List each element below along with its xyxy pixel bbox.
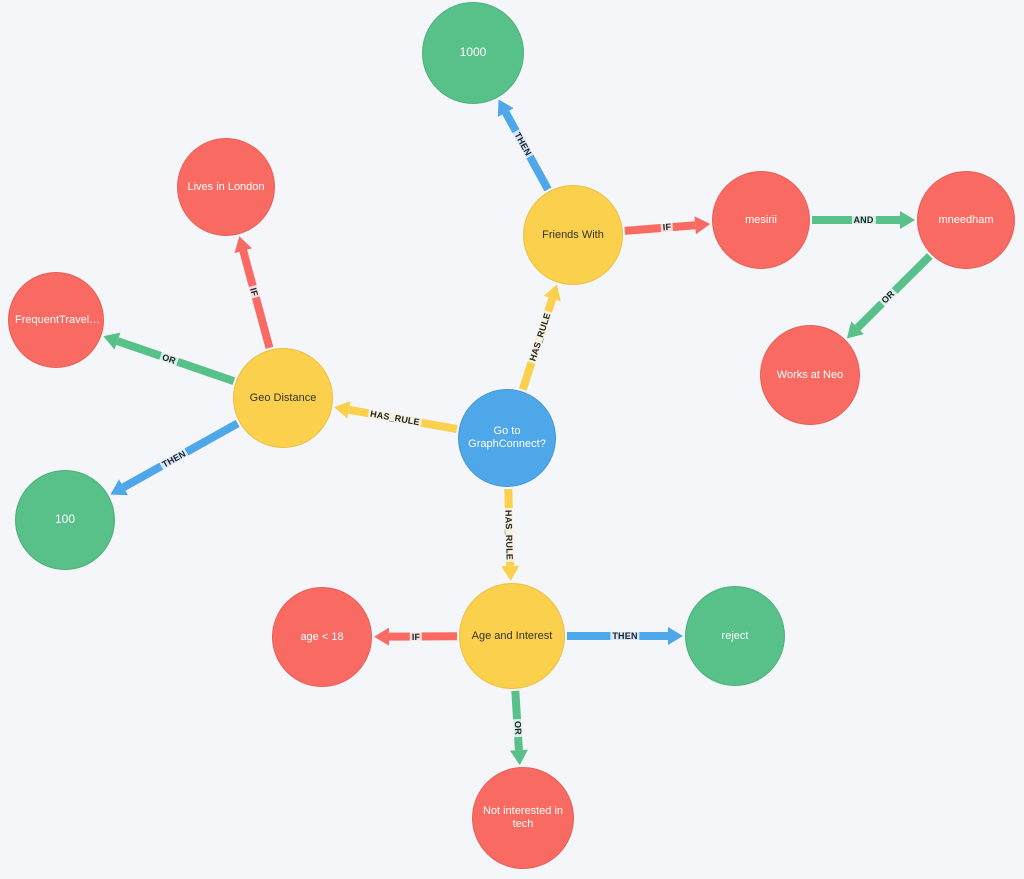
edge-label: HAS_RULE <box>503 507 516 563</box>
edge-label: THEN <box>158 447 190 471</box>
graph-node-label: Friends With <box>542 228 604 241</box>
edge-arrowhead <box>103 332 121 350</box>
graph-node-label: Lives in London <box>187 180 265 193</box>
edge-arrowhead <box>373 627 390 646</box>
edge-label: OR <box>512 718 524 738</box>
edge-arrowhead <box>900 211 915 229</box>
edge-arrowhead <box>234 236 252 254</box>
graph-node-label: Works at Neo <box>776 368 844 381</box>
graph-node-label: mneedham <box>938 213 994 226</box>
edge-arrowhead <box>509 749 528 766</box>
graph-node-nNotInterested[interactable]: Not interested in tech <box>472 767 574 869</box>
edge-label: THEN <box>610 631 640 641</box>
graph-node-nReject[interactable]: reject <box>685 586 785 686</box>
graph-node-label: 1000 <box>459 46 487 60</box>
graph-edge[interactable] <box>373 627 458 646</box>
edge-label: IF <box>660 221 675 233</box>
edge-arrowhead <box>110 479 128 496</box>
graph-node-n1000[interactable]: 1000 <box>422 2 524 104</box>
graph-edge[interactable] <box>234 236 274 349</box>
graph-node-nWorksAtNeo[interactable]: Works at Neo <box>760 325 860 425</box>
edge-arrowhead <box>497 99 514 117</box>
graph-node-label: FrequentTravel… <box>15 313 101 326</box>
edge-label: IF <box>409 631 422 642</box>
edge-arrowhead <box>543 284 561 302</box>
edge-shaft <box>239 249 274 349</box>
graph-node-n100[interactable]: 100 <box>15 470 115 570</box>
graph-node-nAgeLt18[interactable]: age < 18 <box>272 587 372 687</box>
graph-node-label: Go to GraphConnect? <box>468 425 546 450</box>
graph-node-nGoToGraph[interactable]: Go to GraphConnect? <box>458 389 556 487</box>
edge-arrowhead <box>501 565 520 582</box>
edge-label: THEN <box>511 129 535 160</box>
edge-arrowhead <box>846 321 864 339</box>
graph-node-nMneedham[interactable]: mneedham <box>917 171 1015 269</box>
graph-node-nGeoDistance[interactable]: Geo Distance <box>233 348 333 448</box>
graph-node-nFrequentTravel[interactable]: FrequentTravel… <box>8 272 104 368</box>
edge-label: HAS_RULE <box>367 408 423 428</box>
edge-label: OR <box>878 287 899 307</box>
edge-label: HAS_RULE <box>526 309 553 365</box>
edge-arrowhead <box>668 627 683 645</box>
graph-node-label: 100 <box>54 513 76 527</box>
edge-arrowhead <box>334 400 351 419</box>
graph-node-nAgeInterest[interactable]: Age and Interest <box>459 583 565 689</box>
graph-node-label: mesirii <box>745 213 777 226</box>
graph-node-nLivesLondon[interactable]: Lives in London <box>177 138 275 236</box>
edge-shaft <box>624 221 696 235</box>
edge-arrowhead <box>694 216 711 235</box>
graph-node-nMesirii[interactable]: mesirii <box>712 171 810 269</box>
graph-node-label: reject <box>721 629 749 642</box>
edge-label: IF <box>247 284 261 300</box>
edge-label: AND <box>851 215 876 225</box>
graph-node-nFriendsWith[interactable]: Friends With <box>523 185 623 285</box>
graph-node-label: Age and Interest <box>471 629 553 642</box>
edge-label: OR <box>158 351 179 367</box>
graph-node-label: Geo Distance <box>249 391 317 404</box>
graph-node-label: age < 18 <box>300 630 344 643</box>
graph-node-label: Not interested in tech <box>482 805 564 830</box>
graph-edge[interactable] <box>624 216 711 235</box>
